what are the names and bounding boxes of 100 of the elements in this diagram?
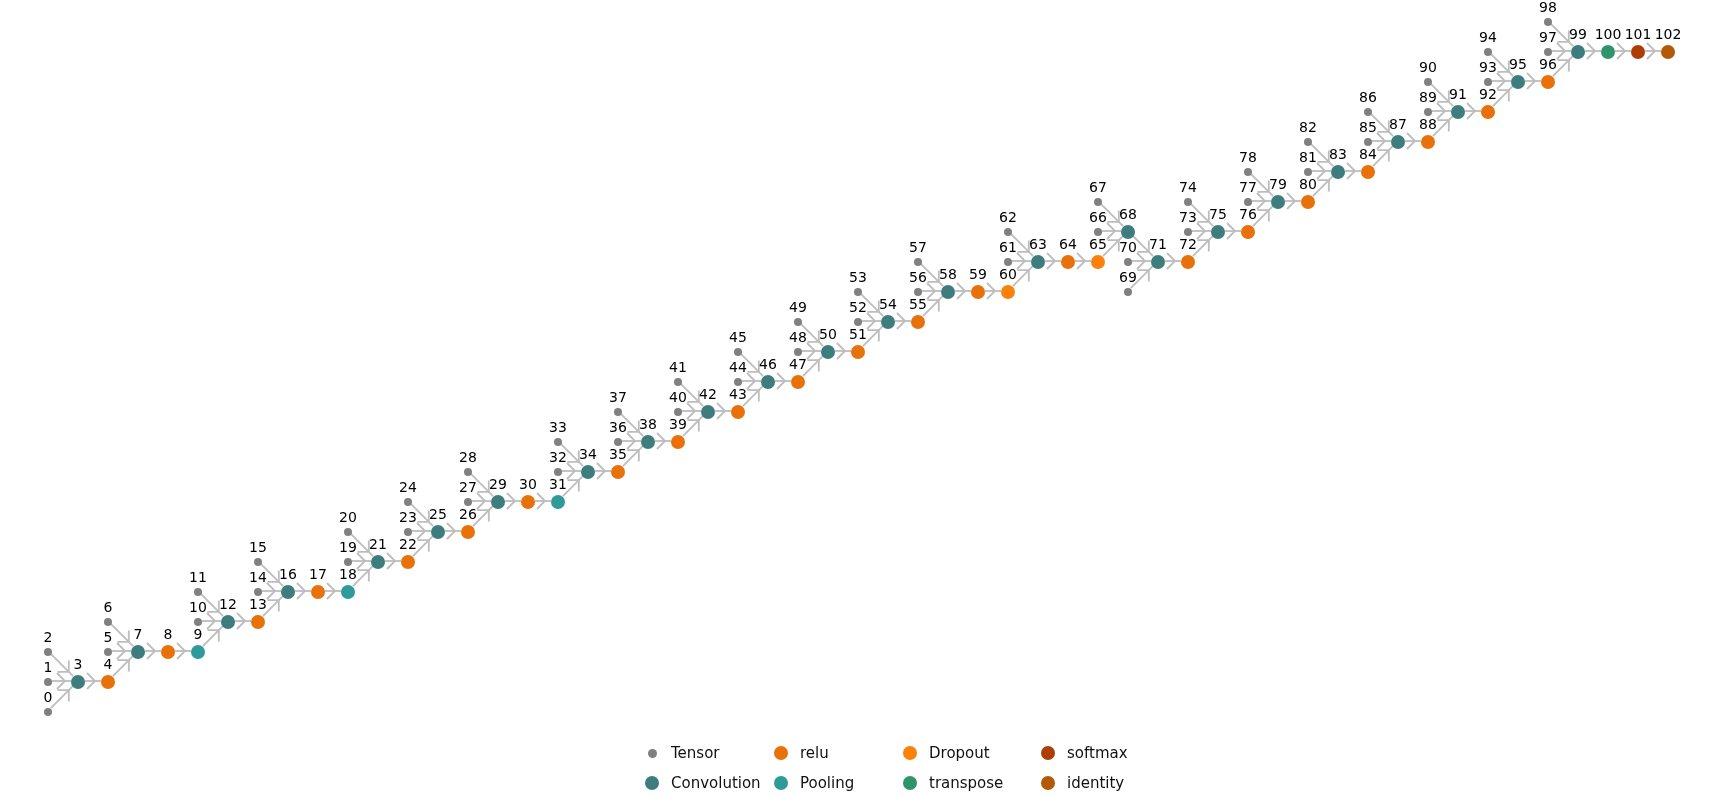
- node-label: 68: [1119, 207, 1137, 222]
- legend-label: transpose: [929, 774, 1004, 792]
- node-label: 52: [849, 300, 867, 315]
- arrow: [1099, 202, 1124, 227]
- node-label: 51: [849, 327, 867, 342]
- arrow: [1011, 252, 1032, 270]
- arrow: [594, 462, 612, 480]
- node-label: 87: [1389, 117, 1407, 132]
- node-label: 75: [1209, 207, 1227, 222]
- node-label: 86: [1359, 90, 1377, 105]
- node-label: 36: [609, 420, 627, 435]
- arrow: [1404, 132, 1422, 150]
- arrow: [741, 372, 762, 390]
- node-label: 38: [639, 417, 657, 432]
- node-label: 10: [189, 600, 207, 615]
- arrow: [561, 462, 582, 480]
- arrow: [859, 292, 884, 317]
- arrow: [1464, 102, 1482, 120]
- arrow: [1524, 72, 1542, 90]
- node-label: 98: [1539, 0, 1557, 15]
- node-label: 92: [1479, 87, 1497, 102]
- node-label: 55: [909, 297, 927, 312]
- arrow: [984, 282, 1002, 300]
- node-label: 23: [399, 510, 417, 525]
- legend-label: Pooling: [800, 774, 855, 792]
- node-label: 7: [133, 627, 143, 642]
- node-label: 95: [1509, 57, 1527, 72]
- arrow: [294, 582, 312, 600]
- arrow: [1549, 22, 1574, 47]
- node-label: 37: [609, 390, 627, 405]
- arrow: [262, 595, 284, 617]
- node-label: 78: [1239, 150, 1257, 165]
- node-label: 16: [279, 567, 297, 582]
- node-label: 72: [1179, 237, 1197, 252]
- node-label: 66: [1089, 210, 1107, 225]
- arrow: [144, 642, 162, 660]
- node-label: 24: [399, 480, 417, 495]
- node-label: 32: [549, 450, 567, 465]
- node-label: 40: [669, 390, 687, 405]
- arrow: [1252, 205, 1274, 227]
- arrow: [1551, 42, 1572, 60]
- arrow: [1129, 265, 1154, 290]
- arrow: [774, 372, 792, 390]
- node-label: 46: [759, 357, 777, 372]
- arrow: [622, 445, 644, 467]
- node-label: 30: [519, 477, 537, 492]
- arrow: [739, 352, 764, 377]
- legend-label: Convolution: [671, 774, 761, 792]
- arrow: [469, 472, 494, 497]
- arrow: [894, 312, 912, 330]
- legend-label: Dropout: [929, 744, 990, 762]
- node-label: 91: [1449, 87, 1467, 102]
- arrow: [1044, 252, 1062, 270]
- node-label: 49: [789, 300, 807, 315]
- arrow: [681, 402, 702, 420]
- node-label: 59: [969, 267, 987, 282]
- arrow: [621, 432, 642, 450]
- legend-label: Tensor: [671, 744, 720, 762]
- arrow: [1009, 232, 1034, 257]
- arrow: [1012, 265, 1034, 287]
- arrow: [1432, 115, 1454, 137]
- arrow: [802, 355, 824, 377]
- node-label: 93: [1479, 60, 1497, 75]
- node-label: 12: [219, 597, 237, 612]
- node-label: 74: [1179, 180, 1197, 195]
- node-label: 85: [1359, 120, 1377, 135]
- node-label: 79: [1269, 177, 1287, 192]
- node-label: 19: [339, 540, 357, 555]
- node-label: 13: [249, 597, 267, 612]
- arrow: [562, 475, 584, 497]
- node-label: 14: [249, 570, 267, 585]
- arrow: [1309, 142, 1334, 167]
- node-label: 45: [729, 330, 747, 345]
- arrow: [412, 535, 434, 557]
- arrow: [1224, 222, 1242, 240]
- arrow: [1552, 55, 1574, 77]
- node-label: 21: [369, 537, 387, 552]
- node-label: 50: [819, 327, 837, 342]
- arrow: [84, 672, 102, 690]
- arrow: [862, 325, 884, 347]
- arrow: [1489, 52, 1514, 77]
- arrow: [954, 282, 972, 300]
- arrow: [1429, 82, 1454, 107]
- arrow: [324, 582, 342, 600]
- arrow: [1371, 132, 1392, 150]
- node-label: 99: [1569, 27, 1587, 42]
- node-label: 76: [1239, 207, 1257, 222]
- node-label: 29: [489, 477, 507, 492]
- node-label: 65: [1089, 237, 1107, 252]
- node-label: 8: [163, 627, 173, 642]
- arrow: [49, 652, 74, 677]
- arrow: [1189, 202, 1214, 227]
- arrow: [682, 415, 704, 437]
- node-label: 97: [1539, 30, 1557, 45]
- node-label: 11: [189, 570, 207, 585]
- arrow: [1614, 42, 1632, 60]
- node-label: 39: [669, 417, 687, 432]
- node-label: 31: [549, 477, 567, 492]
- arrow: [559, 442, 584, 467]
- arrow: [1431, 102, 1452, 120]
